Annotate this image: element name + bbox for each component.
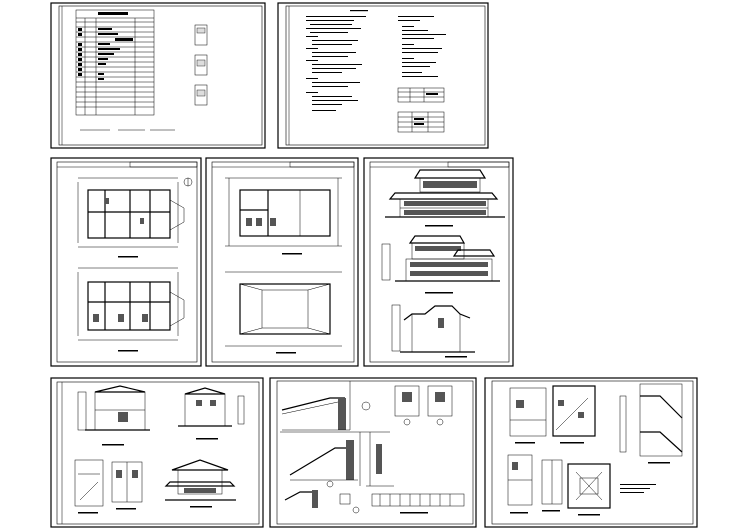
sheet-stair-details[interactable] (484, 377, 698, 528)
sheet-sections[interactable] (50, 377, 264, 528)
roof-plan (225, 271, 342, 354)
second-floor-plan (225, 177, 342, 255)
sheet-drawing-index[interactable] (50, 2, 266, 149)
sheet-elevations[interactable] (363, 157, 514, 367)
section-1-1 (77, 385, 150, 446)
stair-plan-lower-mid (541, 459, 563, 512)
entrance-elevation (164, 459, 236, 508)
drawing-index-table (75, 9, 155, 116)
stair-plan-lower-left (507, 454, 533, 514)
stair-section-mid (552, 385, 596, 444)
notes-schedule-tables (397, 87, 445, 133)
side-section (391, 304, 475, 358)
column-details (394, 385, 453, 426)
stair-notes (620, 484, 656, 493)
stair-section-right (619, 383, 683, 464)
wall-detail (366, 432, 394, 487)
stair-section (74, 459, 104, 514)
eave-detail (281, 381, 371, 431)
toilet-plan (111, 461, 143, 510)
railing-elevation (371, 493, 465, 514)
section-2-2 (178, 387, 245, 440)
notes-text-columns (306, 10, 446, 111)
stair-plan-lower-right (567, 463, 611, 516)
sheet-upper-plan[interactable] (205, 157, 359, 367)
sheet-details[interactable] (269, 377, 477, 528)
cornice-detail (280, 431, 390, 488)
stair-plan-upper (509, 387, 547, 444)
sheet-design-notes[interactable] (277, 2, 489, 149)
front-elevation (385, 169, 505, 227)
rear-elevation (381, 235, 500, 294)
sheet-floor-plans[interactable] (50, 157, 202, 367)
ground-floor-plan (77, 177, 193, 258)
base-detail (284, 490, 360, 514)
index-small-details (194, 24, 208, 106)
first-floor-plan (77, 267, 185, 352)
